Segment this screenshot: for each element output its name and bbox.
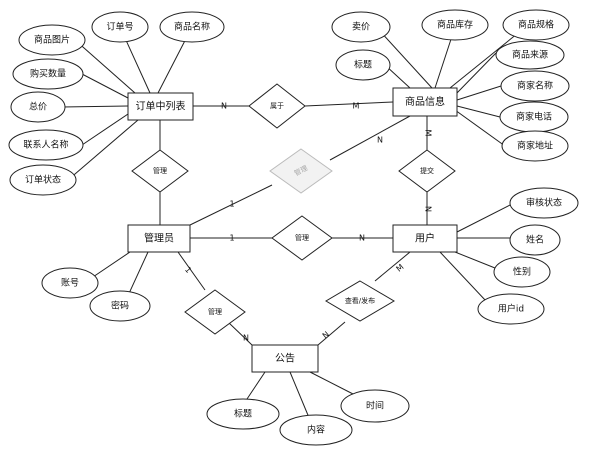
attribute-label: 用户id	[498, 303, 524, 315]
entity-user: 用户	[392, 224, 458, 253]
attr-gender: 性别	[493, 256, 551, 288]
attribute-label: 时间	[366, 400, 384, 412]
attribute-label: 账号	[61, 278, 79, 289]
attr-total-price: 总价	[10, 91, 66, 123]
cardinality-label: 1	[183, 265, 193, 275]
attribute-label: 订单号	[106, 21, 133, 33]
entity-order-detail: 订单中列表	[127, 92, 194, 121]
attr-order-no: 订单号	[91, 11, 149, 43]
relationship-manage-notice: 管理	[184, 289, 246, 335]
attribute-label: 商品库存	[437, 19, 473, 31]
attr-notice-content: 内容	[279, 414, 353, 446]
attribute-label: 商品规格	[518, 19, 554, 31]
attr-product-name: 商品名称	[159, 11, 225, 43]
entity-product-info: 商品信息	[392, 87, 458, 117]
attribute-label: 商家地址	[517, 140, 553, 152]
cardinality-label: N	[243, 334, 249, 343]
relationship-manage-users: 管理	[271, 215, 333, 261]
attr-notice-time: 时间	[340, 389, 410, 423]
attribute-label: 审核状态	[526, 197, 562, 209]
cardinality-label: N	[221, 102, 227, 111]
attribute-label: 总价	[29, 101, 47, 113]
attr-merchant-phone: 商家电话	[499, 101, 569, 133]
attr-stock: 商品库存	[421, 9, 489, 41]
attribute-label: 姓名	[526, 234, 544, 246]
attr-spec: 商品规格	[502, 9, 570, 41]
attr-order-status: 订单状态	[9, 164, 77, 196]
attr-contact-name: 联系人名称	[8, 129, 84, 161]
entity-label: 公告	[275, 352, 295, 365]
cardinality-label: N	[377, 136, 383, 145]
attribute-label: 性别	[513, 266, 531, 278]
relationship-belongs: 属于	[248, 83, 306, 129]
attribute-label: 联系人名称	[23, 139, 68, 151]
entity-label: 管理员	[144, 232, 174, 245]
relationship-label: 管理	[153, 166, 167, 175]
cardinality-labels: N M N 1 M N 1 N M N 1 N	[183, 102, 433, 343]
cardinality-label: N	[359, 234, 365, 243]
relationship-label: 属于	[270, 102, 284, 110]
attr-name: 姓名	[509, 224, 561, 256]
attribute-label: 标题	[354, 59, 372, 71]
relationship-manage-orders: 管理	[131, 149, 189, 193]
attribute-label: 商家电话	[516, 111, 552, 123]
attr-account: 账号	[41, 267, 99, 299]
attr-merchant-address: 商家地址	[501, 130, 569, 162]
attr-buy-qty: 购买数量	[12, 58, 84, 90]
cardinality-label: M	[424, 130, 433, 137]
attr-price: 卖价	[331, 11, 391, 43]
relationship-manage-products: 管理	[269, 148, 333, 194]
attribute-label: 商品图片	[34, 34, 70, 46]
attr-title: 标题	[335, 49, 391, 81]
connectors	[61, 24, 529, 421]
entity-label: 用户	[415, 232, 435, 245]
cardinality-label: M	[353, 102, 360, 111]
cardinality-label: M	[394, 262, 405, 273]
cardinality-label: N	[424, 206, 433, 212]
entity-admin: 管理员	[127, 224, 191, 253]
relationship-view-publish: 查看/发布	[325, 280, 395, 322]
relationship-label: 管理	[295, 233, 309, 242]
attribute-label: 订单状态	[25, 174, 61, 186]
entity-label: 商品信息	[405, 95, 445, 108]
entity-label: 订单中列表	[136, 100, 186, 113]
attr-product-image: 商品图片	[18, 24, 86, 56]
attribute-label: 购买数量	[30, 68, 66, 80]
attribute-label: 商品来源	[512, 49, 548, 61]
attr-merchant-name: 商家名称	[500, 70, 570, 102]
relationship-submit: 提交	[398, 149, 456, 193]
entity-notice: 公告	[251, 344, 319, 373]
attribute-label: 卖价	[352, 22, 370, 33]
attribute-label: 内容	[307, 424, 325, 436]
cardinality-label: N	[321, 330, 331, 341]
attr-review-status: 审核状态	[509, 187, 579, 219]
attr-user-id: 用户id	[477, 293, 545, 325]
attr-notice-title: 标题	[206, 398, 280, 430]
attribute-label: 商品名称	[174, 21, 210, 33]
attribute-label: 商家名称	[517, 80, 553, 92]
relationship-label: 管理	[208, 307, 222, 316]
attribute-label: 标题	[234, 408, 252, 420]
attr-source: 商品来源	[495, 40, 565, 70]
attribute-label: 密码	[111, 300, 129, 312]
attr-password: 密码	[89, 290, 151, 322]
cardinality-label: 1	[229, 234, 234, 243]
relationship-label: 查看/发布	[345, 296, 375, 305]
cardinality-label: 1	[229, 200, 234, 209]
relationship-label: 提交	[420, 166, 434, 175]
